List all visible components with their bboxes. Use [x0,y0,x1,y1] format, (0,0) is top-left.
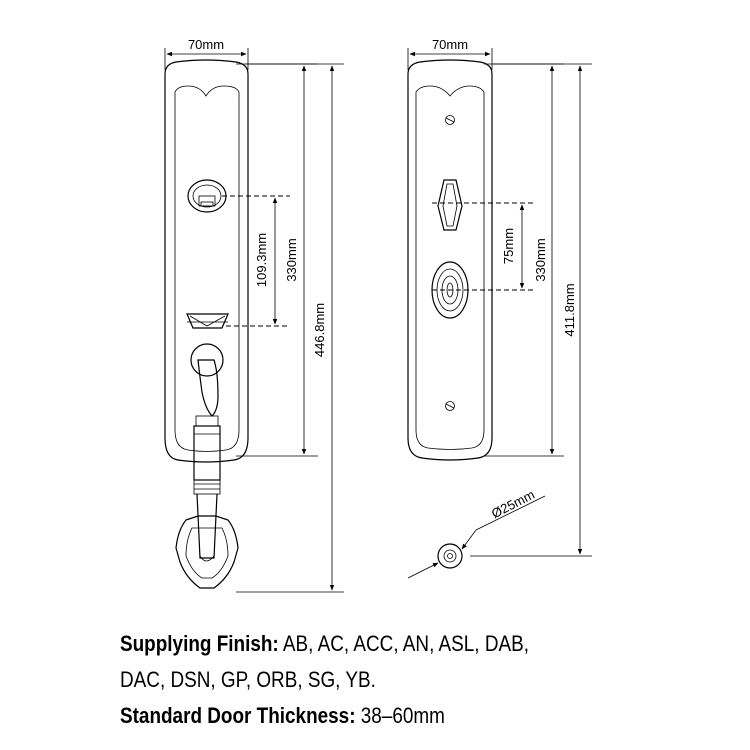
thickness-label: Standard Door Thickness: [120,703,356,728]
finish-values-2: DAC, DSN, GP, ORB, SG, YB. [120,667,376,692]
handle-grip [175,343,239,589]
bottom-screw [445,401,455,411]
right-width-label: 70mm [432,37,468,52]
left-plate-height-label: 330mm [284,238,299,281]
rosette-detail [407,495,546,579]
thumb-turn [437,179,463,231]
key-cylinder [187,179,227,213]
exterior-plate [164,59,249,463]
left-dimension-lines [164,48,344,593]
left-total-height-label: 446.8mm [312,303,327,357]
top-screw [445,115,455,125]
right-inner-label: 75mm [501,228,516,264]
interior-plate [407,59,493,461]
right-dimension-lines [407,48,592,557]
finish-line-1: Supplying Finish: AB, AC, ACC, AN, ASL, … [120,626,653,662]
finish-line-2: DAC, DSN, GP, ORB, SG, YB. [120,662,653,698]
right-plate-height-label: 330mm [533,238,548,281]
finish-label: Supplying Finish: [120,631,279,656]
finish-values-1: AB, AC, ACC, AN, ASL, DAB, [278,631,529,656]
product-specs: Supplying Finish: AB, AC, ACC, AN, ASL, … [120,626,653,734]
left-key-to-thumb-label: 109.3mm [254,233,269,287]
right-total-height-label: 411.8mm [562,283,577,336]
thickness-line: Standard Door Thickness: 38–60mm [120,698,653,734]
thumb-piece [186,313,229,329]
thickness-value: 38–60mm [355,703,445,728]
rosette-diameter-label: Ø25mm [489,487,537,521]
lock-technical-drawing: 70mm 109.3mm 330mm 446.8mm [164,37,592,593]
left-width-label: 70mm [188,37,224,52]
